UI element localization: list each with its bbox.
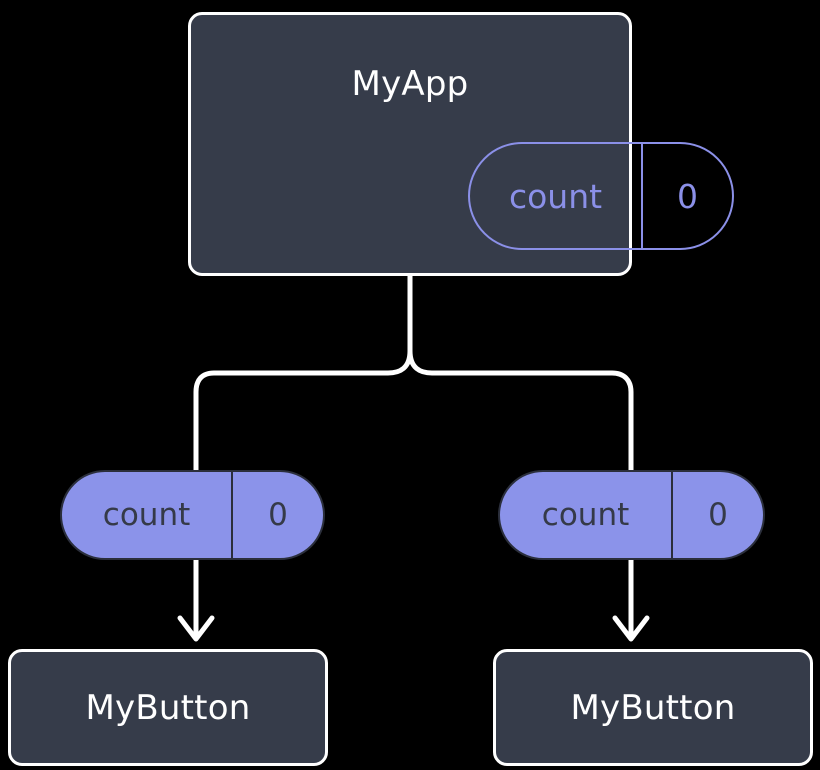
prop-pill-right-count-key: count <box>541 496 630 533</box>
state-pill-myapp-count[interactable]: count 0 <box>468 142 734 250</box>
node-mybutton-right[interactable]: MyButton <box>493 649 813 766</box>
connector-branch-left <box>193 348 413 473</box>
state-pill-myapp-count-value: 0 <box>641 144 732 248</box>
arrow-head-right-icon <box>612 615 650 642</box>
connector-branch-right <box>407 348 634 473</box>
prop-pill-left-count[interactable]: count 0 <box>60 470 325 560</box>
state-pill-myapp-count-key: count <box>508 176 603 216</box>
prop-pill-left-count-value: 0 <box>231 472 323 558</box>
prop-pill-left-count-key: count <box>102 496 191 533</box>
node-myapp[interactable]: MyApp count 0 <box>188 12 734 276</box>
node-mybutton-left-title: MyButton <box>85 687 251 728</box>
prop-pill-right-count-value: 0 <box>671 472 763 558</box>
node-mybutton-right-title: MyButton <box>570 687 736 728</box>
arrow-head-left-icon <box>177 615 215 642</box>
node-myapp-title: MyApp <box>351 64 469 104</box>
node-mybutton-left[interactable]: MyButton <box>8 649 328 766</box>
prop-pill-right-count[interactable]: count 0 <box>498 470 765 560</box>
